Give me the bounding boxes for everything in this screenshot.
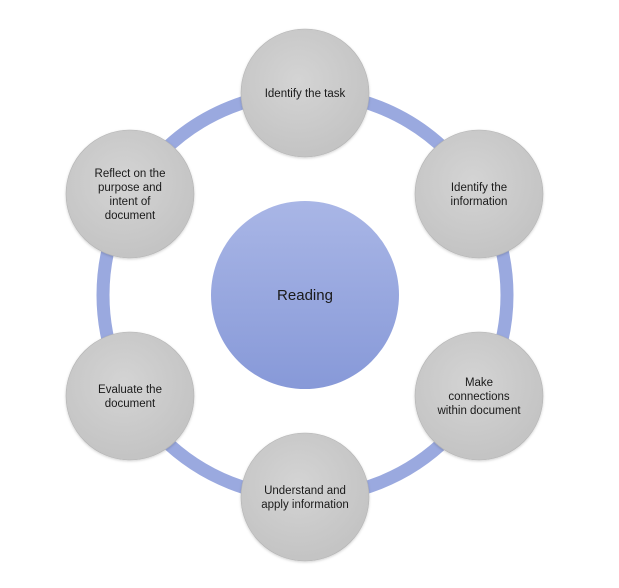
cycle-node-circle: [240, 432, 370, 562]
cycle-node-label-line: Reflect on the: [95, 168, 166, 180]
cycle-node-label-line: Make: [465, 377, 493, 389]
cycle-node-label-line: apply information: [261, 499, 349, 511]
cycle-node-label-line: Evaluate the: [98, 384, 162, 396]
cycle-node-label-line: within document: [436, 405, 521, 417]
cycle-node-label-line: document: [105, 210, 156, 222]
cycle-node-label: Understand and apply information: [261, 485, 349, 511]
cycle-node-circle: [240, 28, 370, 158]
cycle-node: Identify the task: [240, 28, 370, 158]
cycle-node: Identify the information: [414, 129, 544, 259]
cycle-node-label: Identify the information: [451, 182, 508, 208]
cycle-node: Reflect on the purpose and intent of docume…: [65, 129, 195, 259]
cycle-node: Make connections within document: [414, 331, 544, 461]
center-node: Reading: [211, 201, 399, 389]
cycle-node-label: Identify the task: [265, 88, 346, 100]
cycle-node-label: Make connections within document: [436, 377, 521, 417]
cycle-node-circle: [65, 331, 195, 461]
cycle-node-circle: [414, 129, 544, 259]
cycle-node-label-line: purpose and: [98, 182, 162, 194]
cycle-node-circle: [65, 129, 195, 259]
cycle-node-label-line: document: [105, 398, 156, 410]
cycle-node-label: Evaluate the document: [98, 384, 162, 410]
center-circle: [211, 201, 399, 389]
cycle-node-label-line: connections: [448, 391, 510, 403]
cycle-node-label-line: Identify the task: [265, 88, 346, 100]
cycle-node: Evaluate the document: [65, 331, 195, 461]
cycle-node: Understand and apply information: [240, 432, 370, 562]
cycle-node-label-line: Understand and: [264, 485, 346, 497]
cycle-node-circle: [414, 331, 544, 461]
center-label: Reading: [277, 287, 333, 304]
cycle-node-label-line: intent of: [110, 196, 152, 208]
cycle-node-label-line: information: [451, 196, 508, 208]
cycle-node-label: Reflect on the purpose and intent of docume…: [95, 168, 166, 222]
cycle-node-label-line: Identify the: [451, 182, 507, 194]
